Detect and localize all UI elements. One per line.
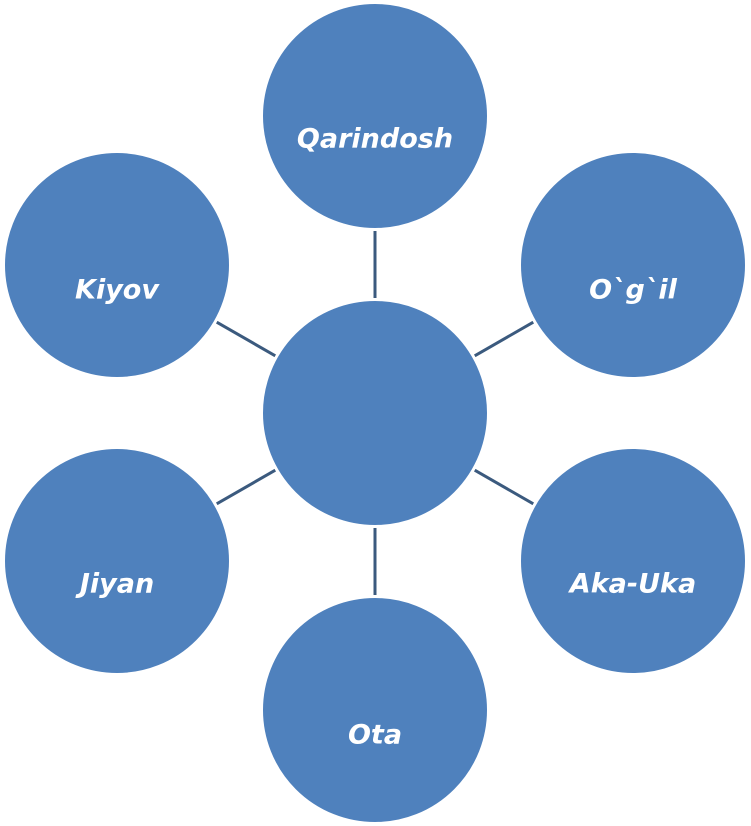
node-kiyov	[3, 151, 231, 379]
connector-aka-uka	[474, 468, 534, 506]
node-ota	[261, 596, 489, 824]
node-ogil-label: O`g`il	[589, 275, 678, 306]
connectors	[216, 231, 534, 595]
node-qarindosh	[261, 2, 489, 230]
node-aka-uka-label: Aka-Uka	[568, 569, 696, 600]
node-ota-label: Ota	[348, 720, 402, 751]
connector-ogil	[474, 320, 534, 358]
connector-jiyan	[216, 468, 276, 506]
center-node	[261, 299, 489, 527]
node-kiyov-label: Kiyov	[75, 275, 160, 306]
node-ogil	[519, 151, 747, 379]
node-qarindosh-label: Qarindosh	[297, 124, 453, 155]
node-aka-uka	[519, 447, 747, 675]
connector-kiyov	[216, 320, 276, 358]
node-jiyan-label: Jiyan	[75, 569, 154, 600]
nodes: Qarindosh O`g`il Aka-Uka Ota Jiyan Kiyov	[3, 2, 747, 824]
node-jiyan	[3, 447, 231, 675]
